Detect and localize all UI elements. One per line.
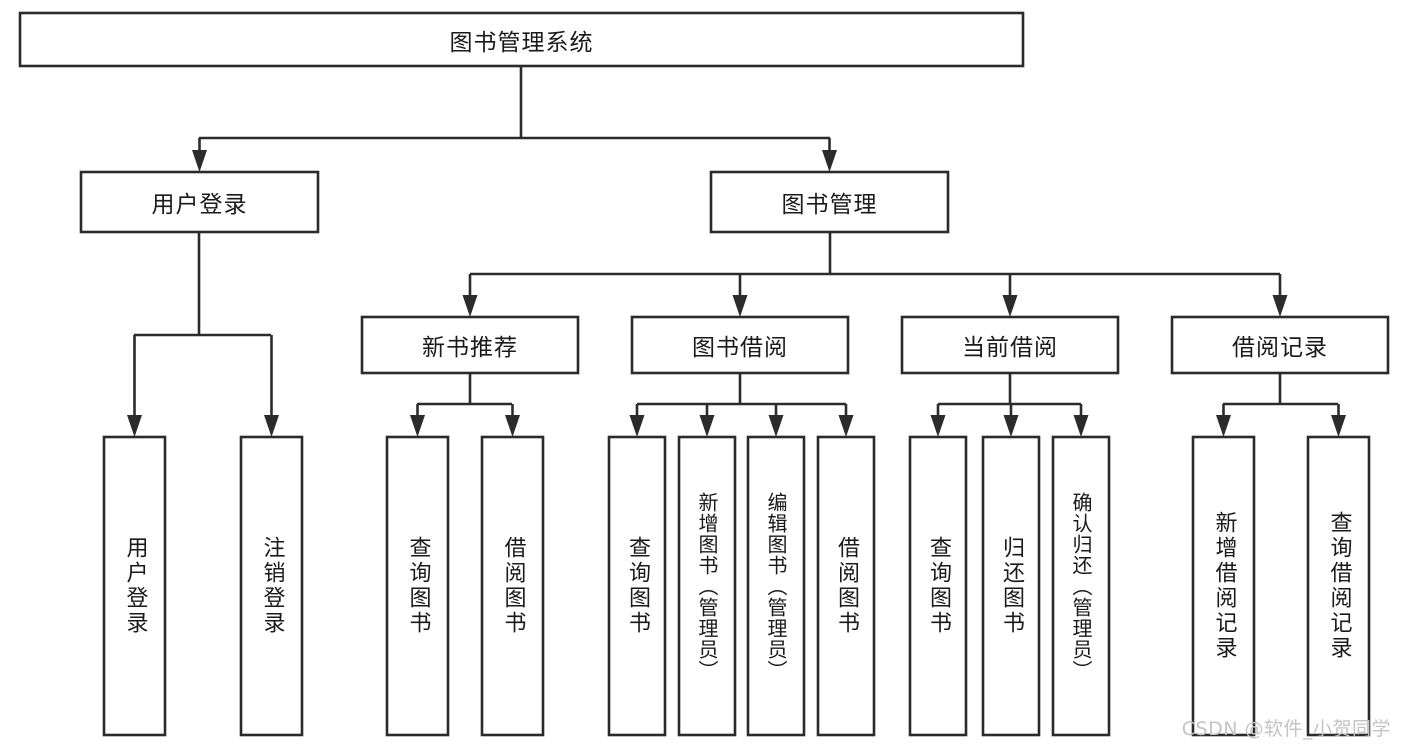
node-box-leaf-add-book-admin[interactable] (677, 435, 737, 737)
arrow-head-icon (1272, 295, 1288, 317)
arrow-head-icon (410, 415, 425, 437)
node-box-leaf-query-book-current[interactable] (908, 435, 968, 737)
node-box-leaf-return-book[interactable] (981, 435, 1041, 737)
node-box-root[interactable] (18, 11, 1025, 68)
node-box-leaf-borrow-book[interactable] (816, 435, 876, 737)
node-box-current-borrow[interactable] (900, 315, 1120, 375)
arrow-head-icon (699, 415, 715, 437)
node-box-leaf-query-book-new[interactable] (385, 435, 450, 737)
arrow-head-icon (1331, 415, 1346, 437)
arrow-head-icon (822, 150, 837, 172)
arrow-head-icon (192, 150, 207, 172)
box-layer (18, 11, 1390, 737)
arrow-head-icon (1216, 415, 1231, 437)
arrow-head-icon (838, 415, 854, 437)
arrow-head-icon (1003, 415, 1019, 437)
arrow-head-icon (127, 415, 142, 437)
arrow-head-icon (629, 415, 645, 437)
node-box-book-borrow[interactable] (630, 315, 850, 375)
arrow-head-icon (732, 295, 748, 317)
arrow-head-icon (930, 415, 946, 437)
node-box-leaf-add-borrow-record[interactable] (1191, 435, 1256, 737)
node-box-leaf-confirm-return[interactable] (1051, 435, 1111, 737)
node-box-borrow-record[interactable] (1170, 315, 1390, 375)
node-box-leaf-user-logout[interactable] (239, 435, 304, 737)
node-box-leaf-query-book-borrow[interactable] (607, 435, 667, 737)
arrow-head-icon (1002, 295, 1018, 317)
node-box-leaf-borrow-book-new[interactable] (480, 435, 545, 737)
node-box-leaf-user-login[interactable] (102, 435, 167, 737)
arrow-head-icon (768, 415, 784, 437)
node-box-book-manage[interactable] (709, 170, 950, 234)
node-box-leaf-edit-book-admin[interactable] (746, 435, 806, 737)
node-box-user-login[interactable] (79, 170, 320, 234)
connector-layer (127, 66, 1346, 437)
arrow-head-icon (462, 295, 478, 317)
watermark-text: CSDN @软件_小贺同学 (1181, 718, 1391, 740)
arrow-head-icon (264, 415, 279, 437)
arrow-head-icon (505, 415, 520, 437)
arrow-head-icon (1073, 415, 1089, 437)
node-box-leaf-query-borrow-record[interactable] (1306, 435, 1371, 737)
node-box-new-book-recommend[interactable] (360, 315, 580, 375)
